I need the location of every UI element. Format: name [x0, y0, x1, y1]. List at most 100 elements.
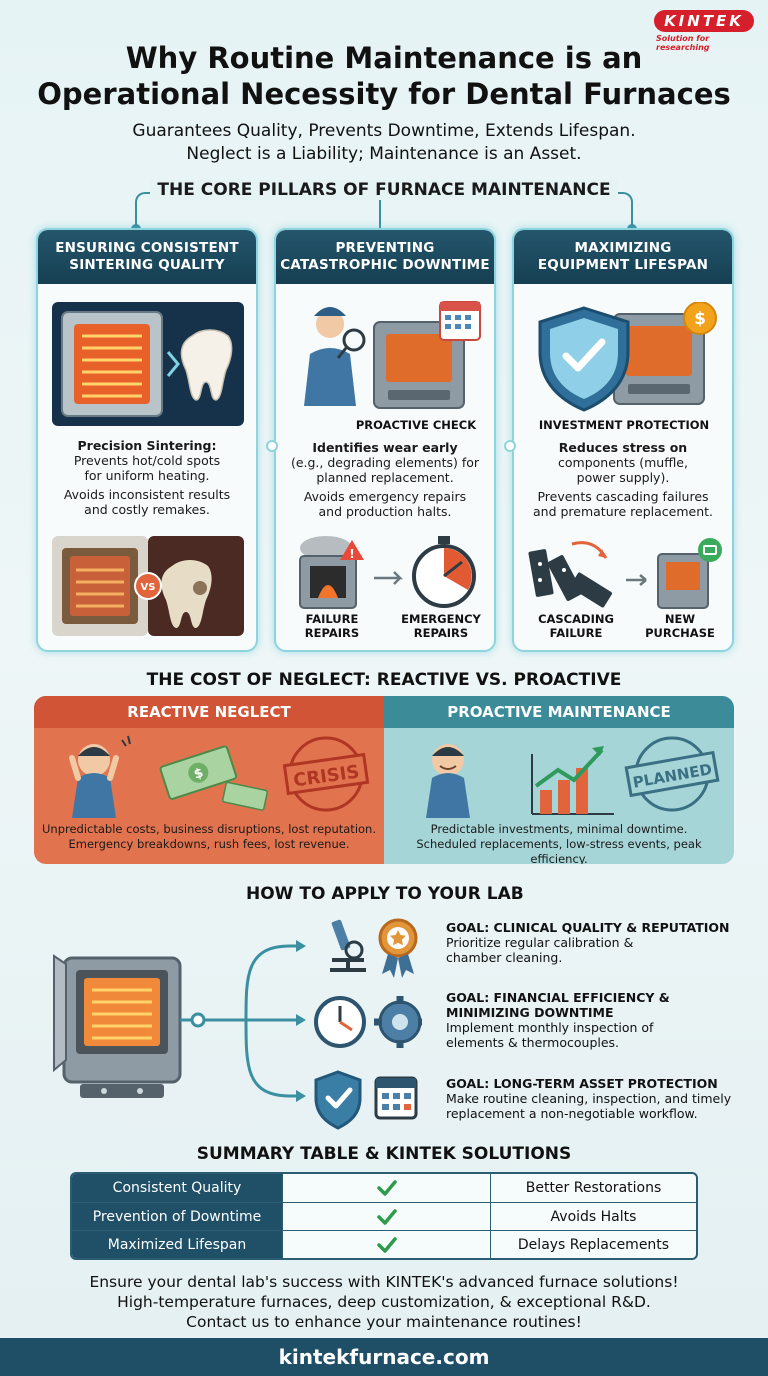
subtitle-line-1: Guarantees Quality, Prevents Downtime, E… — [132, 121, 636, 141]
summary-table: Consistent Quality Better Restorations P… — [70, 1172, 698, 1260]
emergency-repairs-caption: EMERGENCY REPAIRS — [396, 612, 486, 640]
card-header-line: CATASTROPHIC DOWNTIME — [280, 257, 490, 273]
image-caption: PROACTIVE CHECK — [355, 418, 477, 432]
card-line: planned replacement. — [316, 470, 454, 485]
website-link[interactable]: kintekfurnace.com — [0, 1338, 768, 1376]
apply-section-title: HOW TO APPLY TO YOUR LAB — [246, 884, 524, 904]
card-bold: Identifies wear early — [312, 440, 458, 455]
card-line: components (muffle, — [558, 455, 688, 470]
svg-text:$: $ — [192, 766, 205, 783]
goal-financial: GOAL: FINANCIAL EFFICIENCY & MINIMIZING … — [446, 990, 758, 1050]
card-body: Reduces stress on components (muffle, po… — [520, 440, 726, 519]
reactive-header: REACTIVE NEGLECT — [34, 696, 384, 728]
new-purchase-caption: NEW PURCHASE — [640, 612, 720, 640]
goal-text: Prioritize regular calibration & — [446, 935, 634, 950]
goal-heading: GOAL: CLINICAL QUALITY & REPUTATION — [446, 920, 730, 935]
footer-line: Ensure your dental lab's success with KI… — [89, 1273, 679, 1291]
table-row: Prevention of Downtime Avoids Halts — [72, 1202, 696, 1230]
goal-text: elements & thermocouples. — [446, 1035, 620, 1050]
goal-text: Implement monthly inspection of — [446, 1020, 654, 1035]
cost-section-title: THE COST OF NEGLECT: REACTIVE VS. PROACT… — [146, 670, 622, 690]
pillars-title: THE CORE PILLARS OF FURNACE MAINTENANCE — [150, 180, 618, 200]
card-line: Prevents hot/cold spots — [73, 453, 221, 468]
card-line: Prevents cascading failures — [537, 489, 709, 504]
card-line: and production halts. — [318, 504, 452, 519]
caption-line: PURCHASE — [645, 626, 715, 640]
table-cell-check — [282, 1203, 490, 1230]
table-cell-benefit: Better Restorations — [490, 1174, 696, 1202]
proactive-text: Predictable investments, minimal downtim… — [388, 822, 730, 864]
caption-line: FAILURE — [305, 612, 359, 626]
subtitle-line-2: Neglect is a Liability; Maintenance is a… — [186, 144, 582, 164]
proactive-line: Scheduled replacements, low-stress event… — [416, 837, 702, 864]
image-caption: INVESTMENT PROTECTION — [538, 418, 710, 432]
card-line: Avoids inconsistent results — [63, 487, 231, 502]
failure-to-emergency-illustration: ! — [299, 536, 476, 609]
card-header: PREVENTING CATASTROPHIC DOWNTIME — [276, 230, 494, 284]
proactive-panel: PROACTIVE MAINTENANCE PLANNED Predictabl… — [384, 696, 734, 864]
footer-line: Contact us to enhance your maintenance r… — [186, 1313, 582, 1331]
connector-line — [379, 192, 381, 228]
page-title: Why Routine Maintenance is an Operationa… — [0, 40, 768, 112]
card-bold: Precision Sintering: — [77, 438, 217, 453]
card-header-line: SINTERING QUALITY — [69, 257, 225, 273]
apply-flow-illustration — [53, 940, 306, 1102]
logo-tagline: Solution for researching — [656, 34, 710, 52]
check-icon — [376, 1208, 397, 1225]
microscope-award-icons — [330, 918, 418, 978]
proactive-header: PROACTIVE MAINTENANCE — [384, 696, 734, 728]
card-line: Avoids emergency repairs — [303, 489, 467, 504]
cascading-failure-illustration — [528, 538, 722, 609]
table-cell-aspect: Maximized Lifespan — [72, 1231, 282, 1258]
failure-repairs-caption: FAILURE REPAIRS — [292, 612, 372, 640]
svg-text:$: $ — [694, 309, 706, 329]
card-header-line: MAXIMIZING — [574, 240, 672, 256]
caption-line: REPAIRS — [304, 626, 360, 640]
defect-comparison-illustration: VS — [52, 536, 244, 636]
card-body: Precision Sintering: Prevents hot/cold s… — [44, 438, 250, 517]
cascading-failure-caption: CASCADING FAILURE — [534, 612, 618, 640]
cost-comparison: REACTIVE NEGLECT $ CRISIS Unpredictable … — [34, 696, 734, 864]
card-bold: Reduces stress on — [558, 440, 688, 455]
check-icon — [376, 1180, 397, 1196]
logo-text: KINTEK — [654, 10, 754, 32]
reactive-line: Emergency breakdowns, rush fees, lost re… — [68, 837, 350, 851]
footer-line: High-temperature furnaces, deep customiz… — [117, 1293, 651, 1311]
footer-cta: Ensure your dental lab's success with KI… — [0, 1272, 768, 1332]
caption-line: NEW — [664, 612, 696, 626]
vs-badge: VS — [141, 582, 156, 593]
kintek-logo: KINTEK Solution for researching — [654, 10, 760, 52]
table-cell-benefit: Delays Replacements — [490, 1231, 696, 1258]
reactive-text: Unpredictable costs, business disruption… — [38, 822, 380, 852]
page-subtitle: Guarantees Quality, Prevents Downtime, E… — [0, 120, 768, 166]
card-header: ENSURING CONSISTENT SINTERING QUALITY — [38, 230, 256, 284]
furnace-tooth-illustration — [52, 302, 244, 426]
table-row: Consistent Quality Better Restorations — [72, 1174, 696, 1202]
shield-investment-illustration: $ — [538, 302, 717, 412]
card-header-line: ENSURING CONSISTENT — [55, 240, 239, 256]
table-cell-check — [282, 1231, 490, 1258]
reactive-line: Unpredictable costs, business disruption… — [42, 822, 376, 836]
card-line: power supply). — [576, 470, 670, 485]
card-header-line: PREVENTING — [335, 240, 435, 256]
caption-line: EMERGENCY — [401, 612, 481, 626]
check-icon — [376, 1236, 397, 1253]
goal-text: replacement a non-negotiable workflow. — [446, 1106, 698, 1121]
table-cell-benefit: Avoids Halts — [490, 1203, 696, 1230]
reactive-panel: REACTIVE NEGLECT $ CRISIS Unpredictable … — [34, 696, 384, 864]
table-row: Maximized Lifespan Delays Replacements — [72, 1230, 696, 1258]
technician-inspection-illustration — [304, 301, 481, 409]
table-cell-aspect: Prevention of Downtime — [72, 1203, 282, 1230]
connector-dot — [504, 440, 516, 452]
title-line-2: Operational Necessity for Dental Furnace… — [37, 77, 731, 111]
card-header: MAXIMIZING EQUIPMENT LIFESPAN — [514, 230, 732, 284]
table-cell-aspect: Consistent Quality — [72, 1174, 282, 1202]
proactive-line: Predictable investments, minimal downtim… — [430, 822, 688, 836]
card-header-line: EQUIPMENT LIFESPAN — [537, 257, 709, 273]
connector-dot — [266, 440, 278, 452]
svg-text:!: ! — [349, 547, 354, 561]
proactive-illustration: PLANNED — [426, 736, 720, 818]
goal-text: chamber cleaning. — [446, 950, 563, 965]
reactive-illustration: $ CRISIS — [69, 735, 370, 818]
card-body: Identifies wear early (e.g., degrading e… — [282, 440, 488, 519]
